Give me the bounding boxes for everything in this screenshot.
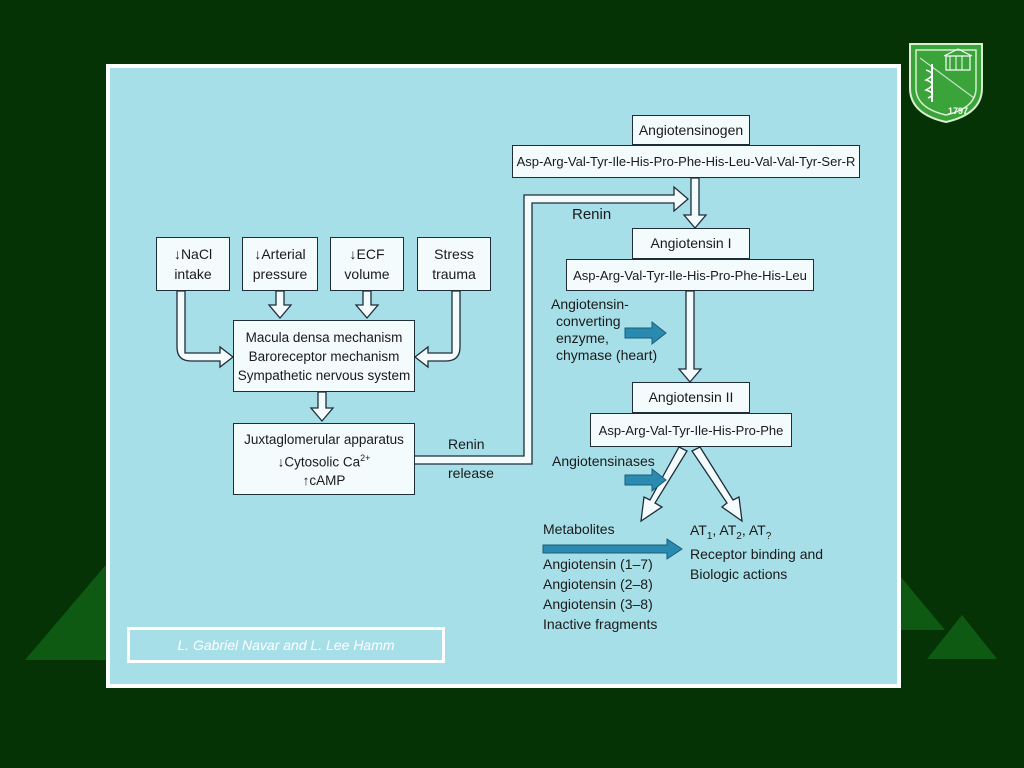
metabolite-item: Angiotensin (3–8)	[543, 596, 653, 612]
angiotensinogen-title: Angiotensinogen	[638, 122, 744, 138]
angiotensin2-title-box: Angiotensin II	[632, 382, 750, 413]
mechanism-item: Sympathetic nervous system	[237, 368, 411, 383]
teal-arrow-angiotensinases	[624, 467, 667, 493]
angiotensinogen-sequence-box: Asp-Arg-Val-Tyr-Ile-His-Pro-Phe-His-Leu-…	[512, 145, 860, 178]
teal-arrow-ace	[624, 320, 667, 346]
angiotensinogen-sequence: Asp-Arg-Val-Tyr-Ile-His-Pro-Phe-His-Leu-…	[516, 154, 856, 169]
metabolite-item: Angiotensin (1–7)	[543, 556, 653, 572]
ace-label-line4: chymase (heart)	[556, 347, 658, 363]
stimulus-arterial-line2: pressure	[252, 266, 308, 282]
angiotensin2-title: Angiotensin II	[648, 389, 734, 405]
mechanisms-box: Macula densa mechanism Baroreceptor mech…	[233, 320, 415, 392]
angiotensin1-sequence: Asp-Arg-Val-Tyr-Ile-His-Pro-Phe-His-Leu	[573, 268, 807, 283]
ace-label: Angiotensin- converting enzyme, chymase …	[551, 296, 657, 364]
receptors-block: AT1, AT2, AT? Receptor binding and Biolo…	[690, 522, 823, 583]
receptor-types: AT1, AT2, AT?	[690, 522, 823, 545]
stimulus-nacl-line1: ↓NaCl	[173, 246, 213, 262]
arrow-agt-to-a1	[682, 177, 708, 230]
logo-year: 1797	[948, 106, 968, 116]
stimulus-stress-box: Stress trauma	[417, 237, 491, 291]
arrow-arterial	[267, 290, 293, 320]
jga-line1: Juxtaglomerular apparatus	[244, 432, 404, 447]
metabolites-block: Metabolites Angiotensin (1–7) Angiotensi…	[543, 521, 657, 633]
background-triangle-right-small	[927, 615, 997, 659]
arrow-a1-to-a2	[677, 290, 703, 384]
arrow-renin-release	[413, 185, 689, 465]
mechanism-item: Baroreceptor mechanism	[248, 349, 400, 364]
stimulus-stress-line2: trauma	[432, 266, 476, 282]
jga-line2-text: ↓Cytosolic Ca	[277, 454, 361, 470]
receptor-sub3: ?	[765, 530, 772, 542]
jga-box: Juxtaglomerular apparatus ↓Cytosolic Ca2…	[233, 423, 415, 495]
stimulus-stress-line1: Stress	[434, 246, 474, 262]
stimulus-ecf-line2: volume	[344, 266, 390, 282]
angiotensinogen-title-box: Angiotensinogen	[632, 115, 750, 145]
angiotensin1-title-box: Angiotensin I	[632, 228, 750, 259]
mechanism-item: Macula densa mechanism	[245, 330, 403, 345]
arrow-nacl	[176, 290, 235, 369]
school-logo: 1797	[908, 42, 984, 129]
arrow-mech-to-jga	[309, 391, 335, 423]
shield-icon: 1797	[909, 43, 983, 124]
receptor-line3: Biologic actions	[690, 565, 788, 582]
arrow-to-metabolites	[640, 446, 688, 523]
angiotensin1-title: Angiotensin I	[650, 235, 732, 251]
metabolites-title: Metabolites	[543, 521, 615, 537]
stimulus-ecf-line1: ↓ECF	[349, 246, 385, 262]
renin-label: Renin	[572, 206, 612, 223]
angiotensinases-label: Angiotensinases	[552, 453, 655, 469]
stimulus-nacl-box: ↓NaCl intake	[156, 237, 230, 291]
receptor-at2: , AT	[712, 522, 737, 538]
jga-line2-sup: 2+	[360, 453, 371, 463]
receptor-line2: Receptor binding and	[690, 545, 824, 562]
stimulus-arterial-line1: ↓Arterial	[254, 246, 306, 262]
metabolite-item: Angiotensin (2–8)	[543, 576, 653, 592]
angiotensin2-sequence-box: Asp-Arg-Val-Tyr-Ile-His-Pro-Phe	[590, 413, 792, 447]
arrow-to-receptors	[691, 446, 743, 523]
jga-line2: ↓Cytosolic Ca2+	[234, 450, 414, 471]
credit-box: L. Gabriel Navar and L. Lee Hamm	[127, 627, 445, 663]
credit-text: L. Gabriel Navar and L. Lee Hamm	[177, 637, 395, 653]
receptor-sub1: 1	[706, 530, 713, 542]
stimulus-arterial-box: ↓Arterial pressure	[242, 237, 318, 291]
receptor-at3: , AT	[741, 522, 766, 538]
arrow-ecf	[354, 290, 380, 320]
ace-label-line3: enzyme,	[556, 330, 609, 346]
stimulus-nacl-line2: intake	[174, 266, 212, 282]
angiotensin2-sequence: Asp-Arg-Val-Tyr-Ile-His-Pro-Phe	[598, 423, 784, 438]
renin-release-label-line1: Renin	[448, 436, 485, 452]
stimulus-ecf-box: ↓ECF volume	[330, 237, 404, 291]
renin-release-label-line2: release	[448, 465, 494, 481]
angiotensin1-sequence-box: Asp-Arg-Val-Tyr-Ile-His-Pro-Phe-His-Leu	[566, 259, 814, 291]
receptor-at1: AT	[690, 522, 707, 538]
metabolite-item: Inactive fragments	[543, 616, 658, 632]
teal-arrow-metabolites	[542, 538, 683, 560]
ace-label-line1: Angiotensin-	[551, 296, 629, 312]
jga-line3: ↑cAMP	[302, 472, 346, 488]
arrow-stress	[413, 290, 461, 369]
receptor-sub2: 2	[736, 530, 742, 542]
ace-label-line2: converting	[556, 313, 621, 329]
